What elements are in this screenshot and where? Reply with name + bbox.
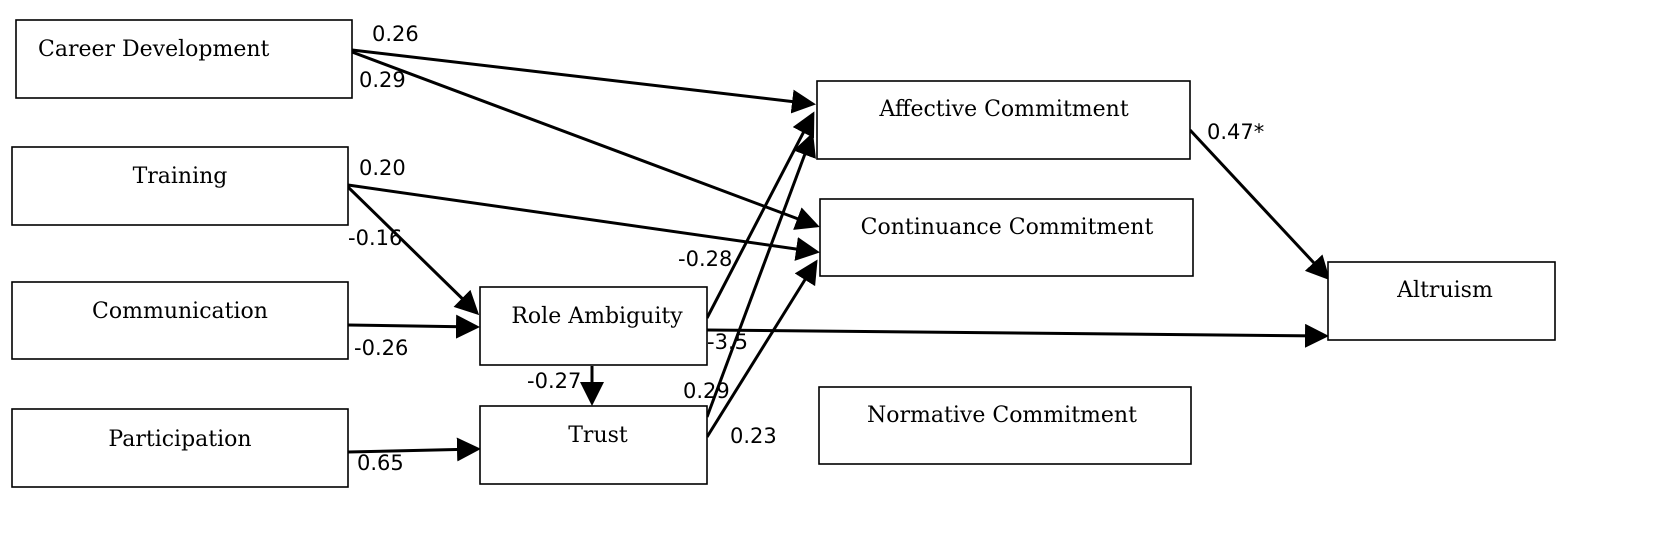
coef-training-continuance: 0.20 — [359, 156, 406, 180]
coef-affective-altruism: 0.47* — [1207, 120, 1264, 144]
path-participation-to-trust — [347, 437, 481, 462]
path-career-development-to-continuance-commitment — [351, 50, 820, 230]
node-label-communication: Communication — [92, 299, 268, 324]
path-training-to-continuance-commitment — [347, 183, 820, 261]
node-box-affective-commitment — [816, 80, 1191, 160]
node-box-altruism — [1327, 261, 1556, 341]
node-label-role-ambiguity: Role Ambiguity — [511, 304, 683, 329]
node-label-continuance-commitment: Continuance Commitment — [861, 215, 1154, 240]
node-label-altruism: Altruism — [1396, 278, 1493, 303]
coef-communication-role-ambiguity: -0.26 — [354, 336, 408, 360]
path-role-ambiguity-to-affective-commitment — [705, 111, 815, 319]
node-box-normative-commitment — [818, 386, 1192, 465]
node-label-participation: Participation — [108, 427, 251, 452]
node-box-continuance-commitment — [819, 198, 1194, 277]
node-box-training — [11, 146, 349, 226]
node-label-training: Training — [133, 164, 228, 189]
node-box-communication — [11, 281, 349, 360]
node-label-career-development: Career Development — [38, 37, 270, 62]
path-trust-to-continuance-commitment — [705, 259, 818, 438]
path-career-development-to-affective-commitment — [351, 48, 816, 114]
coef-trust-continuance: 0.23 — [730, 424, 777, 448]
coef-career-development-affective: 0.26 — [372, 22, 419, 46]
path-trust-to-affective-commitment — [705, 132, 816, 418]
path-role-ambiguity-to-altruism — [706, 323, 1329, 348]
path-affective-commitment-to-altruism — [1188, 128, 1331, 281]
coef-participation-trust: 0.65 — [357, 451, 404, 475]
node-label-trust: Trust — [568, 423, 628, 448]
node-label-normative-commitment: Normative Commitment — [867, 403, 1137, 428]
node-box-role-ambiguity — [479, 286, 708, 366]
coef-trust-affective: 0.29 — [683, 379, 730, 403]
node-label-affective-commitment: Affective Commitment — [878, 97, 1129, 122]
path-training-to-role-ambiguity — [346, 185, 480, 316]
coef-role-ambiguity-trust: -0.27 — [527, 369, 581, 393]
coefficients-layer: 0.26 0.29 0.20 -0.16 -0.26 -0.28 -3.5 -0… — [348, 22, 1264, 475]
nodes-layer: Career Development Training Communicatio… — [11, 19, 1556, 488]
node-box-career-development — [15, 19, 353, 99]
coef-role-ambiguity-altruism: -3.5 — [707, 330, 748, 354]
coef-training-role-ambiguity: -0.16 — [348, 226, 402, 250]
paths-layer — [346, 48, 1331, 462]
node-box-participation — [11, 408, 349, 488]
coef-career-development-continuance: 0.29 — [359, 68, 406, 92]
coef-role-ambiguity-affective: -0.28 — [678, 247, 732, 271]
node-box-trust — [479, 405, 708, 485]
path-communication-to-role-ambiguity — [347, 314, 480, 339]
